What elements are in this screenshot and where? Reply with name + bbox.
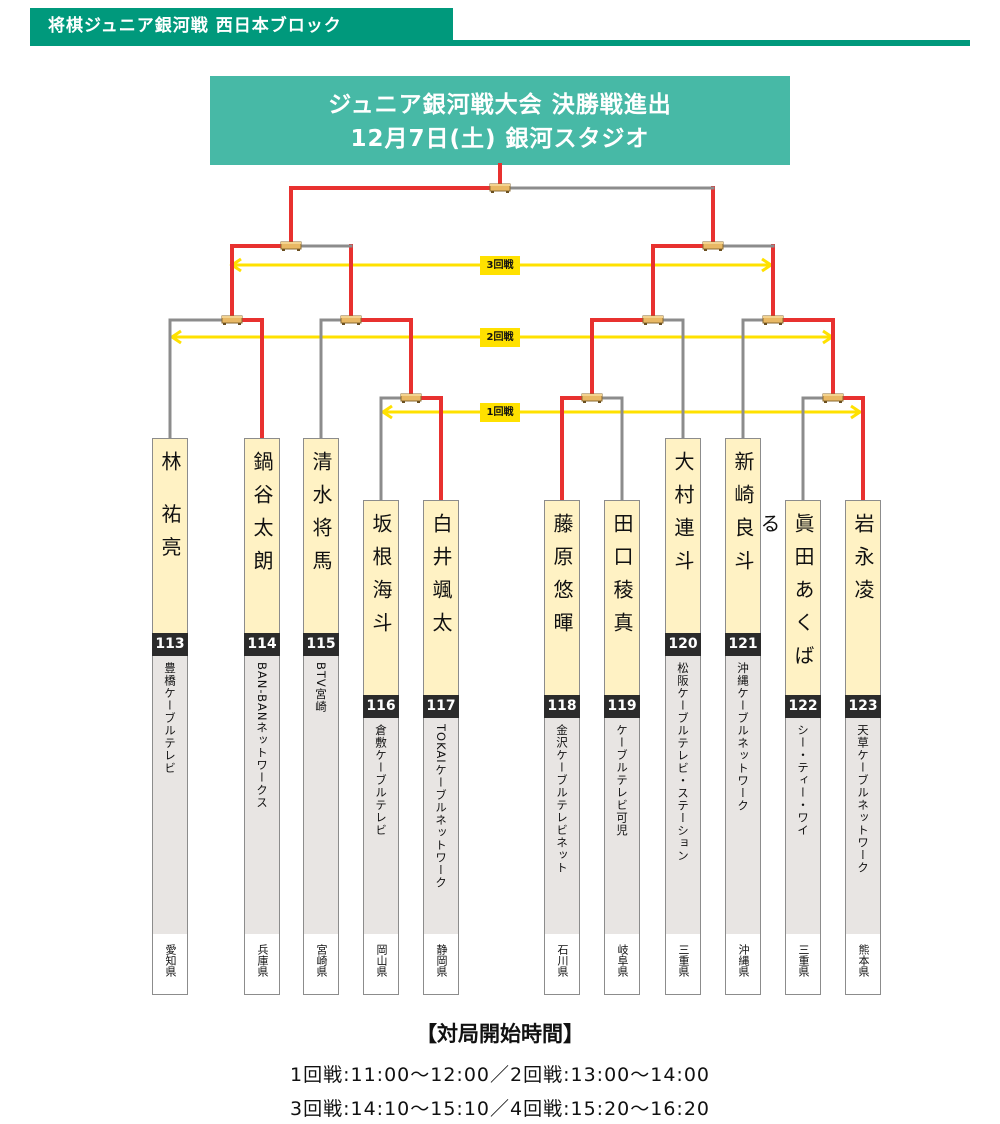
player-column: 白井颯太 117 TOKAIケーブルネットワーク 静岡県 bbox=[423, 500, 459, 995]
shogi-board-icon bbox=[702, 241, 724, 251]
prefecture: 宮崎県 bbox=[304, 934, 338, 994]
cable-station: シー・ティー・ワイ bbox=[796, 724, 810, 837]
schedule-line-2: 3回戦:14:10～15:10／4回戦:15:20～16:20 bbox=[290, 1098, 710, 1120]
arrow-head-icon bbox=[850, 404, 863, 420]
round-label: 3回戦 bbox=[480, 256, 520, 275]
shogi-board-icon bbox=[221, 315, 243, 325]
player-number-badge: 119 bbox=[604, 695, 640, 718]
cable-station: BTV宮崎 bbox=[314, 662, 328, 713]
player-number-badge: 120 bbox=[665, 633, 701, 656]
cable-station: 松阪ケーブルテレビ・ステーション bbox=[676, 662, 690, 862]
player-number-badge: 121 bbox=[725, 633, 761, 656]
player-name: 鍋谷太朗 bbox=[245, 439, 279, 634]
schedule-line-1: 1回戦:11:00～12:00／2回戦:13:00～14:00 bbox=[290, 1064, 710, 1086]
prefecture: 石川県 bbox=[545, 934, 579, 994]
shogi-board-icon bbox=[340, 315, 362, 325]
prefecture: 三重県 bbox=[786, 934, 820, 994]
round-label: 1回戦 bbox=[480, 403, 520, 422]
player-number-badge: 116 bbox=[363, 695, 399, 718]
player-name: 坂根海斗 bbox=[364, 501, 398, 696]
player-name: 白井颯太 bbox=[424, 501, 458, 696]
player-column: 新崎良斗 121 沖縄ケーブルネットワーク 沖縄県 bbox=[725, 438, 761, 995]
prefecture: 愛知県 bbox=[153, 934, 187, 994]
prefecture: 岐阜県 bbox=[605, 934, 639, 994]
player-number-badge: 122 bbox=[785, 695, 821, 718]
arrow-head-icon bbox=[380, 404, 393, 420]
player-number-badge: 114 bbox=[244, 633, 280, 656]
cable-station: 天草ケーブルネットワーク bbox=[856, 724, 870, 874]
player-column: 鍋谷太朗 114 BAN-BANネットワークス 兵庫県 bbox=[244, 438, 280, 995]
cable-station: TOKAIケーブルネットワーク bbox=[434, 724, 448, 889]
player-column: 田口稜真 119 ケーブルテレビ可児 岐阜県 bbox=[604, 500, 640, 995]
prefecture: 兵庫県 bbox=[245, 934, 279, 994]
cable-station: 豊橋ケーブルテレビ bbox=[163, 662, 177, 775]
shogi-board-icon bbox=[400, 393, 422, 403]
player-name: 新崎良斗 bbox=[726, 439, 760, 634]
player-column: 大村連斗 120 松阪ケーブルテレビ・ステーション 三重県 bbox=[665, 438, 701, 995]
cable-station: 金沢ケーブルテレビネット bbox=[555, 724, 569, 874]
shogi-board-icon bbox=[280, 241, 302, 251]
player-name: 岩永凌 bbox=[846, 501, 880, 696]
cable-station: ケーブルテレビ可児 bbox=[615, 724, 629, 837]
player-column: 林 祐亮 113 豊橋ケーブルテレビ 愛知県 bbox=[152, 438, 188, 995]
shogi-board-icon bbox=[489, 183, 511, 193]
shogi-board-icon bbox=[642, 315, 664, 325]
prefecture: 熊本県 bbox=[846, 934, 880, 994]
shogi-board-icon bbox=[822, 393, 844, 403]
player-number-badge: 113 bbox=[152, 633, 188, 656]
player-number-badge: 115 bbox=[303, 633, 339, 656]
player-name: 藤原悠暉 bbox=[545, 501, 579, 696]
player-column: 岩永凌 123 天草ケーブルネットワーク 熊本県 bbox=[845, 500, 881, 995]
round-label: 2回戦 bbox=[480, 328, 520, 347]
player-number-badge: 117 bbox=[423, 695, 459, 718]
prefecture: 静岡県 bbox=[424, 934, 458, 994]
player-name: 林 祐亮 bbox=[153, 439, 187, 634]
banner-line2: 12月7日(土) 銀河スタジオ bbox=[350, 126, 650, 152]
final-banner: ジュニア銀河戦大会 決勝戦進出 12月7日(土) 銀河スタジオ bbox=[210, 76, 790, 165]
cable-station: 沖縄ケーブルネットワーク bbox=[736, 662, 750, 812]
player-column: 藤原悠暉 118 金沢ケーブルテレビネット 石川県 bbox=[544, 500, 580, 995]
player-name: 田口稜真 bbox=[605, 501, 639, 696]
player-column: 清水将馬 115 BTV宮崎 宮崎県 bbox=[303, 438, 339, 995]
shogi-board-icon bbox=[762, 315, 784, 325]
cable-station: BAN-BANネットワークス bbox=[255, 662, 269, 809]
player-column: 坂根海斗 116 倉敷ケーブルテレビ 岡山県 bbox=[363, 500, 399, 995]
player-name: 眞田あくばる bbox=[757, 501, 820, 696]
header-rule bbox=[30, 40, 970, 46]
prefecture: 岡山県 bbox=[364, 934, 398, 994]
cable-station: 倉敷ケーブルテレビ bbox=[374, 724, 388, 837]
player-number-badge: 123 bbox=[845, 695, 881, 718]
player-name: 大村連斗 bbox=[666, 439, 700, 634]
player-number-badge: 118 bbox=[544, 695, 580, 718]
arrow-head-icon bbox=[169, 329, 182, 345]
prefecture: 沖縄県 bbox=[726, 934, 760, 994]
shogi-board-icon bbox=[581, 393, 603, 403]
player-name: 清水将馬 bbox=[304, 439, 338, 634]
schedule-title: 【対局開始時間】 bbox=[416, 1022, 584, 1046]
banner-line1: ジュニア銀河戦大会 決勝戦進出 bbox=[328, 92, 672, 118]
section-title: 将棋ジュニア銀河戦 西日本ブロック bbox=[30, 8, 453, 45]
player-column: 眞田あくばる 122 シー・ティー・ワイ 三重県 bbox=[757, 500, 821, 995]
prefecture: 三重県 bbox=[666, 934, 700, 994]
